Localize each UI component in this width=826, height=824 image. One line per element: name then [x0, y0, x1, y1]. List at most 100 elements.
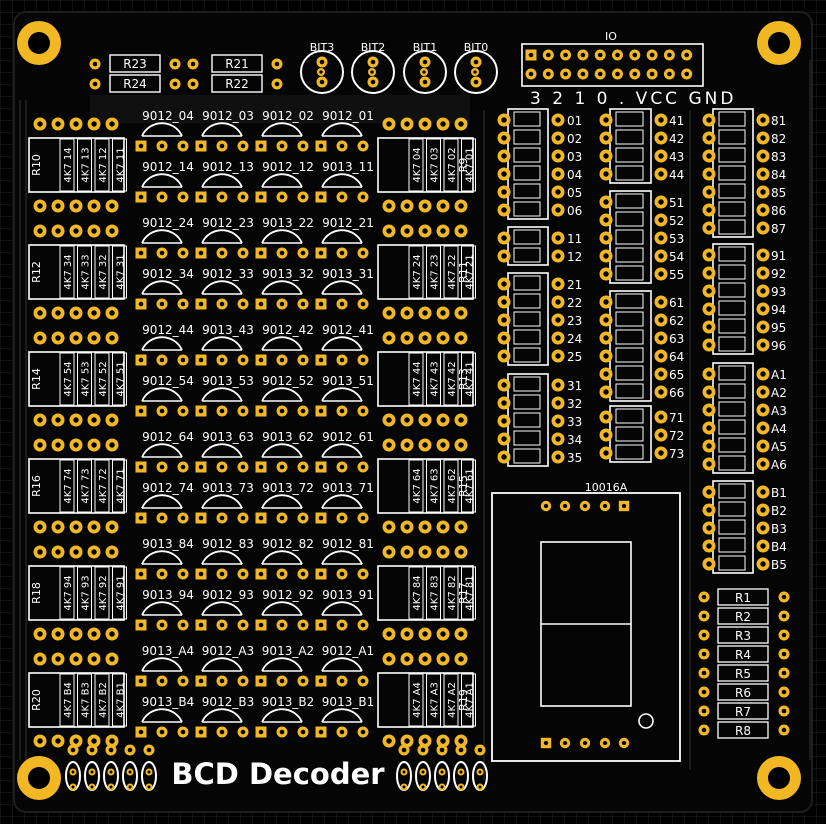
resistor-outline	[211, 54, 263, 73]
drill-hole	[458, 631, 464, 637]
drill-hole	[706, 461, 712, 467]
drill-hole	[404, 524, 410, 530]
drill-hole	[109, 228, 115, 234]
drill-hole	[258, 143, 264, 149]
drill-hole	[458, 524, 464, 530]
drill-hole	[360, 357, 366, 363]
drill-hole	[602, 740, 608, 746]
drill-hole	[706, 225, 712, 231]
diode-body	[513, 448, 541, 464]
drill-hole	[404, 203, 410, 209]
drill-hole	[563, 52, 568, 58]
transistor-outline	[261, 708, 303, 723]
drill-hole	[360, 194, 366, 200]
diode-label: 22	[567, 296, 582, 310]
drill-hole	[159, 194, 165, 200]
transistor-label: 9013_71	[322, 481, 374, 495]
resistor-array-outline	[28, 672, 125, 728]
drill-hole	[258, 357, 264, 363]
diode-label: 01	[567, 114, 582, 128]
transistor-label: 9012_01	[322, 109, 374, 123]
diode-label: 94	[771, 303, 786, 317]
transistor-label: 9012_61	[322, 430, 374, 444]
transistor-outline	[261, 494, 303, 509]
drill-hole	[258, 408, 264, 414]
drill-hole	[180, 250, 186, 256]
drill-hole	[555, 153, 561, 159]
diode-body	[615, 229, 644, 245]
drill-hole	[91, 228, 97, 234]
drill-hole	[386, 228, 392, 234]
drill-hole	[109, 442, 115, 448]
resistor-value: 4K7 21	[465, 254, 476, 289]
drill-hole	[658, 271, 664, 277]
transistor-outline	[351, 50, 395, 94]
resistor-value: 4K7 62	[447, 468, 458, 503]
drill-hole	[240, 464, 246, 470]
drill-hole	[404, 228, 410, 234]
drill-hole	[760, 189, 766, 195]
drill-hole	[73, 656, 79, 662]
mounting-hole-drill	[28, 767, 50, 789]
drill-hole	[138, 678, 144, 684]
drill-hole	[760, 135, 766, 141]
drill-hole	[760, 207, 766, 213]
drill-hole	[458, 549, 464, 555]
drill-hole	[658, 389, 664, 395]
drill-hole	[458, 121, 464, 127]
drill-hole	[258, 250, 264, 256]
diode-label: A4	[771, 422, 787, 436]
diode-group-outline	[609, 108, 652, 184]
drill-hole	[667, 52, 672, 58]
drill-hole	[318, 408, 324, 414]
drill-hole	[440, 524, 446, 530]
transistor-outline	[201, 657, 243, 672]
drill-hole	[458, 203, 464, 209]
transistor-label: 9012_02	[262, 109, 314, 123]
drill-hole	[240, 571, 246, 577]
drill-hole	[73, 738, 79, 744]
diode-group-outline	[712, 362, 754, 474]
drill-hole	[339, 194, 345, 200]
drill-hole	[240, 143, 246, 149]
transistor-outline	[261, 387, 303, 402]
drill-hole	[555, 454, 561, 460]
drill-hole	[603, 371, 609, 377]
transistor-outline	[300, 50, 344, 94]
drill-hole	[603, 389, 609, 395]
resistor-value: 4K7 72	[98, 468, 109, 503]
transistor-label: 9012_54	[142, 374, 194, 388]
drill-hole	[440, 785, 444, 789]
drill-hole	[70, 747, 76, 753]
drill-hole	[360, 729, 366, 735]
drill-hole	[37, 524, 43, 530]
drill-hole	[73, 335, 79, 341]
resistor-array-label: R12	[30, 261, 43, 283]
resistor-cell	[426, 566, 441, 620]
drill-hole	[300, 194, 306, 200]
transistor-outline	[141, 657, 183, 672]
drill-hole	[159, 301, 165, 307]
resistor-cell	[77, 566, 92, 620]
transistor-label: 9013_94	[142, 588, 194, 602]
resistor-array-label: R10	[30, 154, 43, 176]
diode-label: 21	[567, 278, 582, 292]
drill-hole	[440, 738, 446, 744]
drill-hole	[760, 252, 766, 258]
drill-hole	[545, 71, 551, 77]
diode-body	[615, 347, 644, 363]
drill-hole	[279, 464, 285, 470]
drill-hole	[760, 407, 766, 413]
drill-hole	[422, 442, 428, 448]
resistor-value: 4K7 51	[116, 361, 127, 396]
drill-hole	[360, 678, 366, 684]
drill-hole	[555, 189, 561, 195]
transistor-label: 9013_A4	[142, 644, 194, 658]
diode-label: B5	[771, 558, 787, 572]
drill-hole	[458, 738, 464, 744]
resistor-cell	[77, 673, 92, 727]
diode-body	[615, 329, 644, 345]
resistor-value: 4K7 41	[465, 361, 476, 396]
transistor-outline	[141, 601, 183, 616]
drill-hole	[555, 281, 561, 287]
